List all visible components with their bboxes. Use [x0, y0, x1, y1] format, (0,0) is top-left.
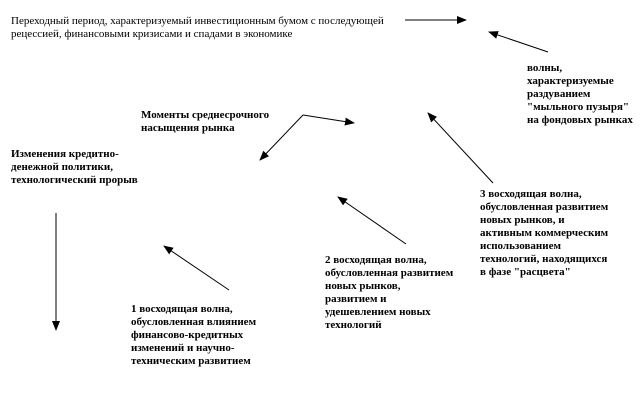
arrow-saturation-left: [259, 114, 304, 161]
wave-2-text: 2 восходящая волна, обусловленная развит…: [325, 254, 454, 331]
monetary-policy-text: Изменения кредитно-денежной политики, те…: [11, 148, 138, 186]
arrow-saturation-right: [302, 114, 355, 126]
bubble-waves-text: волны, характеризуемые раздуванием "мыль…: [527, 62, 633, 126]
market-saturation-text: Моменты среднесрочного насыщения рынка: [141, 109, 270, 134]
transition-period-text: Переходный период, характеризуемый инвес…: [11, 15, 384, 40]
arrow-wave1-up: [163, 245, 230, 291]
arrow-wave3-up: [427, 112, 494, 184]
arrow-bubble-to-top: [488, 31, 549, 53]
wave-3-text: 3 восходящая волна, обусловленная развит…: [480, 188, 609, 278]
wave-1-text: 1 восходящая волна, обусловленная влияни…: [131, 303, 257, 367]
arrow-wave2-up: [337, 196, 407, 245]
